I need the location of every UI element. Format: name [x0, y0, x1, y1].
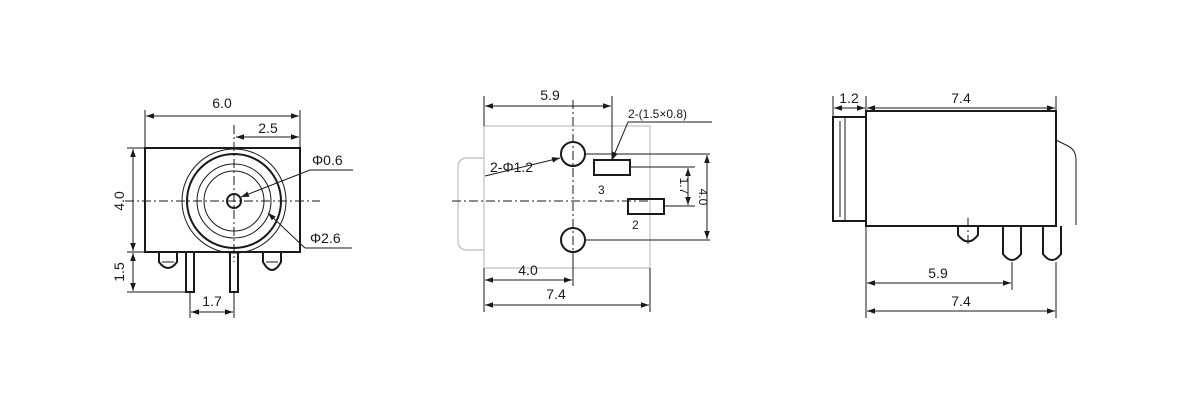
leader-holes: [484, 157, 561, 177]
side-body: [865, 110, 1057, 227]
side-view: 1.2 7.4 5.9 7.4: [832, 90, 1077, 318]
bottom-dim-pad-pitch: 1.7: [677, 178, 691, 195]
front-pin-left: [185, 251, 195, 293]
side-dim-body-length: 7.4: [951, 90, 971, 106]
side-front-flange: [832, 116, 867, 222]
front-dim-height: 4.0: [111, 191, 127, 211]
front-label-bore: Φ2.6: [310, 230, 341, 246]
leader-bore: [267, 212, 306, 249]
side-pin-1: [1002, 226, 1022, 261]
bottom-dim-total-length: 7.4: [546, 286, 566, 302]
side-dim-pin-pos: 5.9: [928, 265, 948, 281]
front-left-boss: [158, 252, 178, 269]
bottom-label-pad-size: 2-(1.5×0.8): [628, 107, 687, 121]
bottom-dim-height: 4.0: [696, 189, 710, 206]
bottom-flange-outline: [457, 157, 484, 251]
front-dim-pin-spacing: 1.7: [202, 293, 222, 309]
bottom-pin-3: 3: [598, 183, 605, 197]
front-view: 6.0 2.5 4.0 1.5 1.7 Φ0.6 Φ2.6: [111, 95, 353, 318]
front-dim-width: 6.0: [212, 95, 232, 111]
leader-center-pin: [240, 169, 311, 198]
bottom-dim-hole-offset: 4.0: [518, 262, 538, 278]
bottom-view: 3 2 5.9 2-(1.5×0.8) 2-Φ1.2 1.7 4.0 4.0 7…: [452, 87, 712, 312]
bottom-dim-hole-pos: 5.9: [540, 87, 560, 103]
side-pin-2: [1042, 226, 1062, 261]
bottom-pin-2: 2: [632, 218, 639, 232]
bottom-body-outline: [483, 125, 651, 269]
front-dim-center-offset: 2.5: [258, 120, 278, 136]
side-dim-front-flange: 1.2: [839, 90, 859, 106]
bottom-label-holes: 2-Φ1.2: [490, 159, 533, 175]
bottom-pad-3: [593, 159, 631, 176]
side-dim-total-length: 7.4: [951, 293, 971, 309]
front-label-center-pin: Φ0.6: [312, 152, 343, 168]
side-rear-latch: [1055, 139, 1077, 225]
leader-pad-size: [611, 121, 629, 161]
front-dim-pin-height: 1.5: [111, 262, 127, 282]
front-right-boss: [262, 252, 282, 271]
